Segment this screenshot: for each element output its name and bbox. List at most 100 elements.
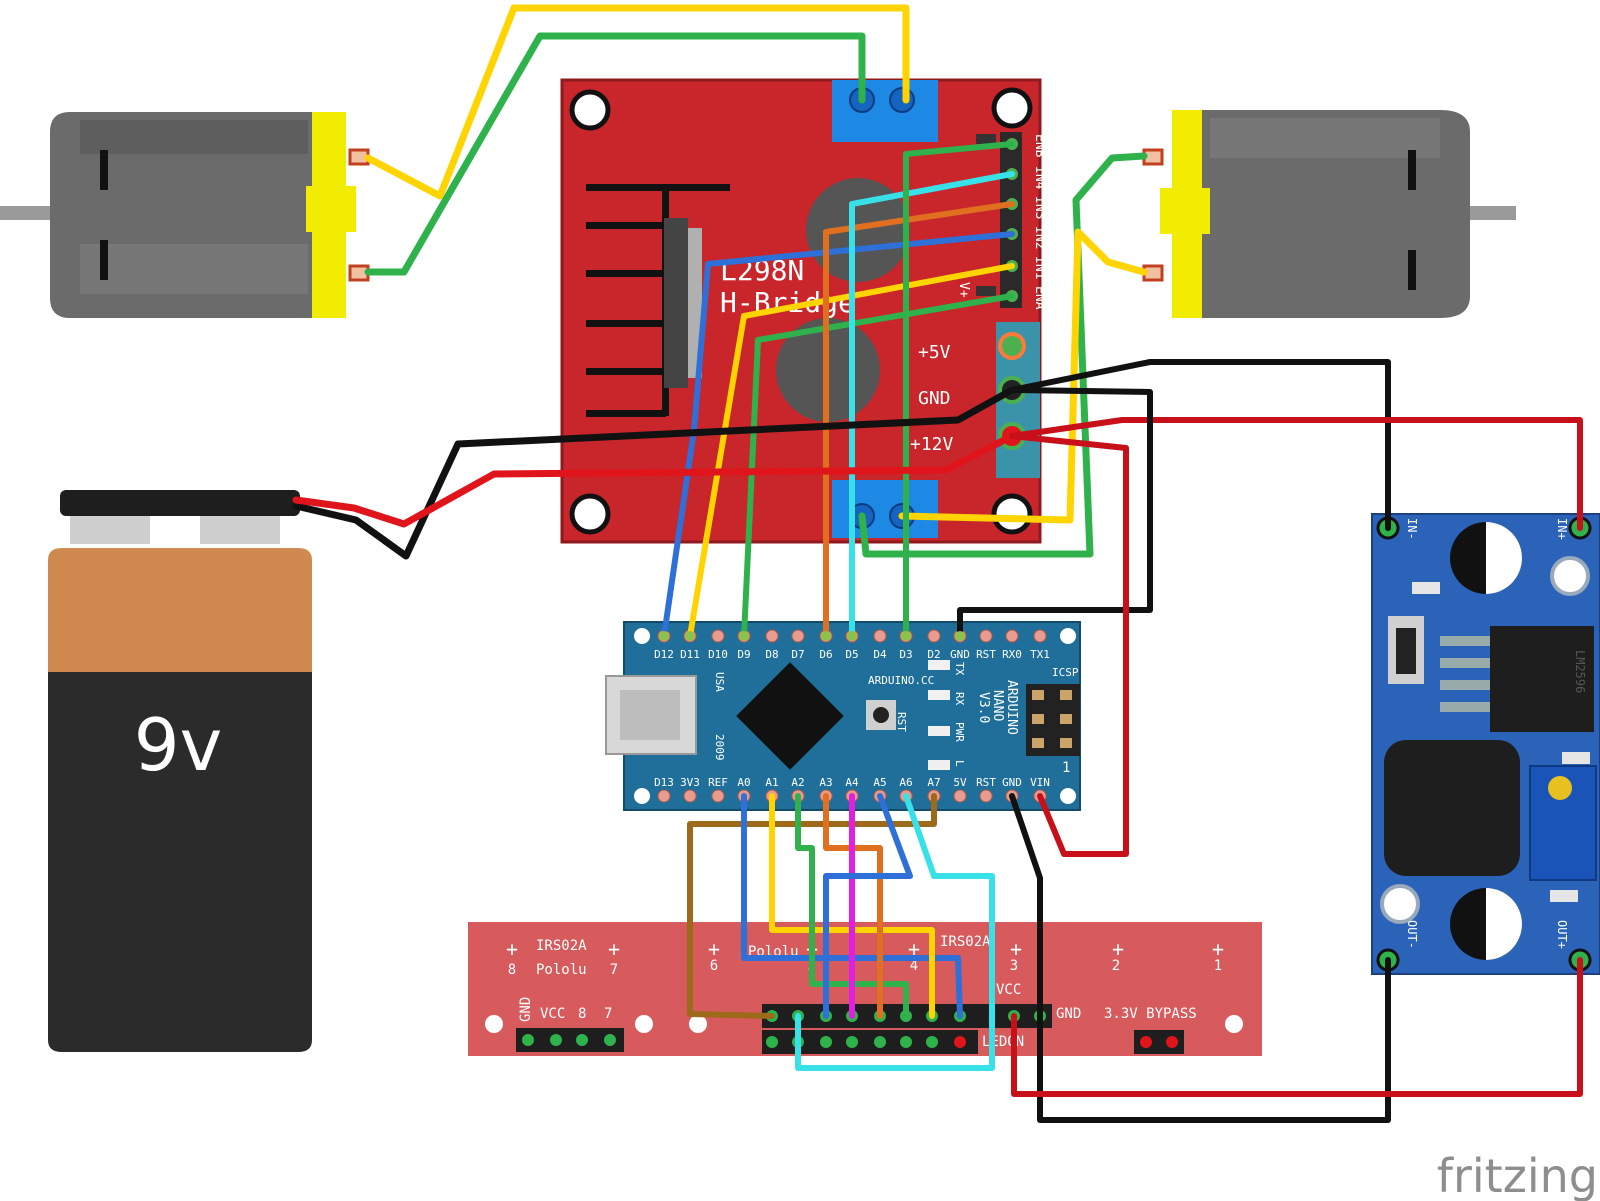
- sensor-name-left: IRS02A: [536, 938, 587, 954]
- wire-orange-d6: [823, 201, 1015, 639]
- hbridge-pin-in4: IN4: [1032, 166, 1047, 190]
- right-motor: [1142, 110, 1516, 318]
- nano-pin-a0: A0: [737, 776, 750, 789]
- nano-model-2: NANO: [990, 690, 1005, 721]
- buck-out-plus: OUT+: [1555, 920, 1569, 949]
- nano-pin-a3: A3: [819, 776, 832, 789]
- nano-pin-d8: D8: [765, 648, 778, 661]
- nano-usa: USA: [713, 672, 726, 692]
- fritzing-watermark: fritzing: [1437, 1149, 1598, 1201]
- nano-pin-vin: VIN: [1030, 776, 1050, 789]
- nano-brand: ARDUINO.CC: [868, 674, 934, 687]
- hbridge-pin-enb: ENB: [1032, 134, 1047, 158]
- hbridge-label-gnd: GND: [918, 388, 951, 409]
- nano-model-3: V3.0: [976, 692, 991, 723]
- wire-red-battery: [292, 432, 1016, 528]
- sensor-vcc-label: VCC: [996, 982, 1021, 998]
- wire-black-gnd-nano: [957, 387, 1153, 639]
- buck-chip-label: LM2596: [1573, 650, 1587, 693]
- nano-led-tx: TX: [953, 662, 966, 676]
- nano-pin-rst-top: RST: [976, 648, 996, 661]
- sensor-bypass-label: 3.3V BYPASS: [1104, 1006, 1197, 1022]
- wire-blue-a5: [823, 793, 913, 1019]
- hbridge-pin-in1: IN1: [1032, 256, 1047, 279]
- left-motor: [0, 112, 370, 318]
- right-motor-body: [1200, 110, 1470, 318]
- wire-black-gnd-sensor: [1009, 793, 1391, 1123]
- nano-rst-button-label: RST: [895, 712, 908, 732]
- wire-red-vin-nano: [1009, 433, 1129, 857]
- nano-pin-3v3: 3V3: [680, 776, 700, 789]
- nano-pin-a5: A5: [873, 776, 886, 789]
- wire-black-battery: [292, 386, 1016, 560]
- hbridge-pin-ena: ENA: [1032, 286, 1047, 310]
- nano-pin-d9: D9: [737, 648, 750, 661]
- wire-green-d3: [903, 141, 1015, 639]
- wire-green-d9: [741, 293, 1015, 639]
- wire-yellow-left-motor: [364, 4, 910, 200]
- sensor-num-1: 1: [1214, 958, 1222, 974]
- pololu-sensor-array: IRS02A Pololu IRS02A Pololu GND 3.3V BYP…: [468, 922, 1262, 1056]
- nano-icsp-num: 1: [1062, 760, 1070, 776]
- sensor-num-8: 8: [508, 962, 516, 978]
- wire-red-vin-buck: [1009, 417, 1583, 531]
- battery-top: [48, 548, 312, 672]
- sensor-num-7: 7: [610, 962, 618, 978]
- nano-pin-d4: D4: [873, 648, 887, 661]
- svg-text:+: +: [1010, 937, 1022, 961]
- nano-pin-a6: A6: [899, 776, 912, 789]
- nano-mcu-chip: [736, 662, 844, 770]
- nano-pin-d5: D5: [845, 648, 858, 661]
- sensor-num-4: 4: [910, 958, 918, 974]
- wire-yellow-d11: [687, 263, 1015, 639]
- nano-pin-d13: D13: [654, 776, 674, 789]
- nano-pin-d12: D12: [654, 648, 674, 661]
- wire-cyan-a6: [795, 793, 995, 1071]
- sensor-bottom-gnd: GND: [518, 997, 534, 1022]
- lm2596-chip: [1490, 626, 1594, 732]
- wire-blue-d12: [661, 231, 1015, 639]
- wire-cyan-d5: [849, 171, 1015, 639]
- hbridge-terminal-bottom: [832, 480, 938, 538]
- wire-green-a2: [795, 793, 909, 1019]
- sensor-num-6: 6: [710, 958, 718, 974]
- nano-pin-d10: D10: [708, 648, 728, 661]
- nano-pin-a4: A4: [845, 776, 859, 789]
- nano-pin-gnd-bottom: GND: [1002, 776, 1022, 789]
- wires: [292, 4, 1583, 1123]
- wire-black-gnd-buck: [1009, 359, 1391, 531]
- sensor-name-mid: IRS02A: [940, 934, 991, 950]
- battery-body: [48, 672, 312, 1052]
- buck-out-minus: OUT-: [1405, 920, 1419, 949]
- nano-pin-d6: D6: [819, 648, 832, 661]
- hbridge-label-5v: +5V: [918, 342, 951, 363]
- nano-model-1: ARDUINO: [1004, 680, 1019, 735]
- nano-pin-rst-bottom: RST: [976, 776, 996, 789]
- sensor-bottom-7: 7: [604, 1006, 612, 1022]
- nano-pin-a1: A1: [765, 776, 778, 789]
- nano-pin-rx0: RX0: [1002, 648, 1022, 661]
- nano-pin-d11: D11: [680, 648, 700, 661]
- nano-pin-d2: D2: [927, 648, 940, 661]
- hbridge-pin-in2: IN2: [1032, 226, 1047, 249]
- sensor-gnd-label: GND: [1056, 1006, 1081, 1022]
- nano-pin-d3: D3: [899, 648, 912, 661]
- sensor-num-2: 2: [1112, 958, 1120, 974]
- nano-icsp-label: ICSP: [1052, 666, 1079, 679]
- nano-pin-gnd-top: GND: [950, 648, 970, 661]
- nano-led-pwr: PWR: [953, 722, 966, 742]
- sensor-bottom-vcc: VCC: [540, 1006, 565, 1022]
- svg-text:+: +: [608, 937, 620, 961]
- buck-in-minus: IN-: [1405, 518, 1419, 540]
- hbridge-pin-in3: IN3: [1032, 196, 1047, 219]
- sensor-num-3: 3: [1010, 958, 1018, 974]
- svg-text:+: +: [1212, 937, 1224, 961]
- nano-year: 2009: [713, 734, 726, 761]
- hbridge-label-12v: +12V: [910, 434, 954, 455]
- buck-converter: IN- IN+ OUT- OUT+ LM2596: [1371, 513, 1600, 975]
- wire-red-out-sensor: [1011, 957, 1583, 1097]
- sensor-ledon-label: LEDON: [982, 1034, 1024, 1050]
- sensor-brand-left: Pololu: [536, 962, 587, 978]
- nano-pin-ref: REF: [708, 776, 728, 789]
